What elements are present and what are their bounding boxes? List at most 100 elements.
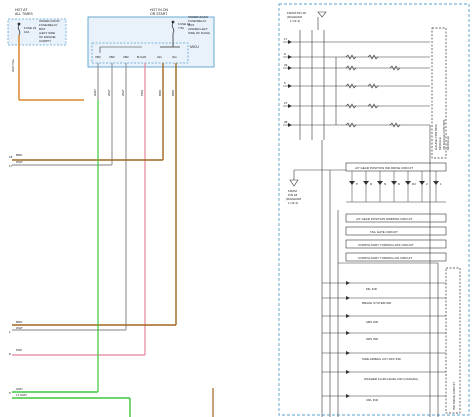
gear-label-d: D xyxy=(398,182,401,186)
under-hood-box-label-4: (LEFT SIDE xyxy=(39,31,55,35)
fuse-23-label: FUSE 23 xyxy=(24,26,37,30)
controller-label-2: MODULE xyxy=(438,137,442,150)
gear-label-d3: D3 xyxy=(412,182,416,186)
indicator-label-side-airbag: SIDE AIRBAG CUT-OFF IND xyxy=(362,357,402,361)
left-wire-label-pnk: PNK xyxy=(16,348,22,352)
gear-label-1: 1 xyxy=(440,182,442,186)
tail-gate-circuit-label: TAIL GATE CIRCUIT xyxy=(370,230,398,234)
indicator-drive-circuit-box xyxy=(445,267,461,414)
input-diodes xyxy=(288,40,292,127)
indicator-row-abs: ABS IND xyxy=(322,314,446,324)
micu-pin-ig1-2: IG1 xyxy=(172,55,177,59)
under-dash-box-label-2: FUSE/RELAY xyxy=(188,19,206,23)
gear-led-r: R xyxy=(363,171,373,202)
indicator-label-brake: BRAKE SYSTEM IND xyxy=(362,301,392,305)
gear-led-p: P xyxy=(349,171,358,202)
led-icon-r xyxy=(363,181,369,185)
led-icon-n xyxy=(377,181,383,185)
from-arrow-top-icon xyxy=(317,11,327,18)
under-hood-box-label-3: BOX xyxy=(39,27,45,31)
micu-pin-ig1-1: IG1 xyxy=(157,55,162,59)
wire-label-white-yellow: WHT/YEL xyxy=(11,58,15,72)
hot-at-all-times-label-1: HOT AT xyxy=(15,8,28,12)
fuse-16-rating: 7.5A xyxy=(178,26,184,30)
hot-in-on-label-2: OR START xyxy=(150,12,168,16)
indicator-label-srs: SRS IND xyxy=(366,337,379,341)
indicator-drive-circuit-label: IND DRIVE CIRCUIT xyxy=(452,382,456,410)
gear-led-2: 2 xyxy=(419,171,428,202)
under-dash-box-label-4: (UNDER LEFT xyxy=(188,27,208,31)
resistor-icon-6 xyxy=(367,54,379,60)
resistor-icon-4 xyxy=(345,103,357,109)
compulsory-off-circuit-label: COMPULSORY TURNING-OFF CIRCUIT xyxy=(358,243,414,247)
indicator-label-washer: WASHER FLUID LEVEL IND (CANADA) xyxy=(364,377,418,381)
left-wire-label-brn-bottom: BRN xyxy=(16,320,22,324)
right-fuse-symbol xyxy=(171,22,175,34)
gauge-controller-box xyxy=(431,27,447,159)
gauge-pin-27: 27 xyxy=(284,101,288,105)
gauge-pin-17: 17 xyxy=(284,37,288,41)
wire-color-brn-1: BRN xyxy=(158,90,162,96)
indicator-row-crl: CRL IND xyxy=(322,394,446,402)
indicator-row-side-airbag: SIDE AIRBAG CUT-OFF IND xyxy=(322,351,446,361)
from-pin-18-label-2: (DIAGRAM xyxy=(287,15,303,19)
under-hood-box-label-2: FUSE/RELAY xyxy=(39,23,57,27)
indicator-led-icon-crl xyxy=(346,394,350,398)
gauge-control-module-outline xyxy=(278,3,470,416)
gear-led-d3: D3 xyxy=(405,171,416,202)
gauge-pin-8: 8 xyxy=(284,52,286,56)
at-gear-drive-circuit-label: A/T GEAR POSITION IND DRIVE CIRCUIT xyxy=(355,166,413,170)
under-hood-box-label-5: OF ENGINE xyxy=(39,35,56,39)
compulsory-on-circuit-block xyxy=(345,252,447,262)
micu-pin-bcan: B-CAN xyxy=(137,55,146,59)
gear-led-n: N xyxy=(377,171,386,202)
under-dash-box-label-1: UNDER-DASH xyxy=(188,15,208,19)
left-connector-wires: 18 BRN 17 WHT BRN 1 WHT 8 PNK 5 GRN LT G… xyxy=(9,100,214,417)
indicator-led-icon-mil xyxy=(346,281,350,285)
hot-in-on-label-1: HOT IN ON xyxy=(150,8,168,12)
wire-color-pnk: PNK xyxy=(140,90,144,96)
led-icon-d xyxy=(391,181,397,185)
under-hood-box-label-6: COMPT) xyxy=(39,39,51,43)
left-fuse-top-node xyxy=(17,22,21,26)
indicator-led-icon-washer xyxy=(346,370,350,374)
left-wire-label-grn: GRN xyxy=(16,387,23,391)
indicator-row-srs: SRS IND xyxy=(322,331,446,341)
gear-indicator-leds: P R N D D3 2 1 xyxy=(346,171,446,203)
at-gear-dimming-circuit-label: A/T GEAR POSITION DIMMING CIRCUIT xyxy=(356,217,412,221)
resistor-icon-1 xyxy=(345,54,357,60)
micu-pin-vb2-3: VB2 xyxy=(123,55,129,59)
left-pin-1: 1 xyxy=(9,330,11,334)
left-pin-5: 5 xyxy=(9,391,11,395)
controller-label-4: MODULE) xyxy=(446,136,450,150)
under-hood-fuse-box: HOT AT ALL TIMES FUSE 23 10A UNDER-HOOD … xyxy=(7,8,67,46)
indicator-label-crl: CRL IND xyxy=(366,398,379,402)
gauge-pin-28: 28 xyxy=(284,120,288,124)
resistor-ladder xyxy=(345,54,401,128)
gear-label-n: N xyxy=(384,182,386,186)
left-wire-label-lt-grn: LT GRN xyxy=(16,393,27,397)
gear-label-r: R xyxy=(370,182,373,186)
gear-led-1: 1 xyxy=(433,171,442,202)
micu-box-outline xyxy=(91,42,189,64)
indicator-bus-lines xyxy=(321,125,439,417)
indicator-label-abs: ABS IND xyxy=(366,320,379,324)
input-bus-lines xyxy=(283,17,430,140)
from-label-2-line-4: 1 OF 2) xyxy=(288,201,298,205)
at-gear-drive-circuit-block xyxy=(345,162,447,172)
gauge-pin-5: 5 xyxy=(284,81,286,85)
indicator-led-icon-srs xyxy=(346,331,350,335)
diode-icon-4 xyxy=(288,84,292,88)
resistor-icon-3 xyxy=(345,83,357,89)
left-pin-17: 17 xyxy=(9,164,13,168)
from-label-2-line-1: FROM xyxy=(288,189,297,193)
indicator-led-icon-brake xyxy=(346,296,350,300)
under-hood-box-label-1: UNDER-HOOD xyxy=(39,19,60,23)
resistor-icon-10 xyxy=(389,122,401,128)
fuse-16-label: FUSE 16 xyxy=(178,22,191,26)
resistor-icon-5 xyxy=(345,122,357,128)
led-icon-p xyxy=(349,181,355,185)
under-dash-fuse-box-outline xyxy=(87,16,215,68)
hot-at-all-times-label-2: ALL TIMES xyxy=(15,12,33,16)
